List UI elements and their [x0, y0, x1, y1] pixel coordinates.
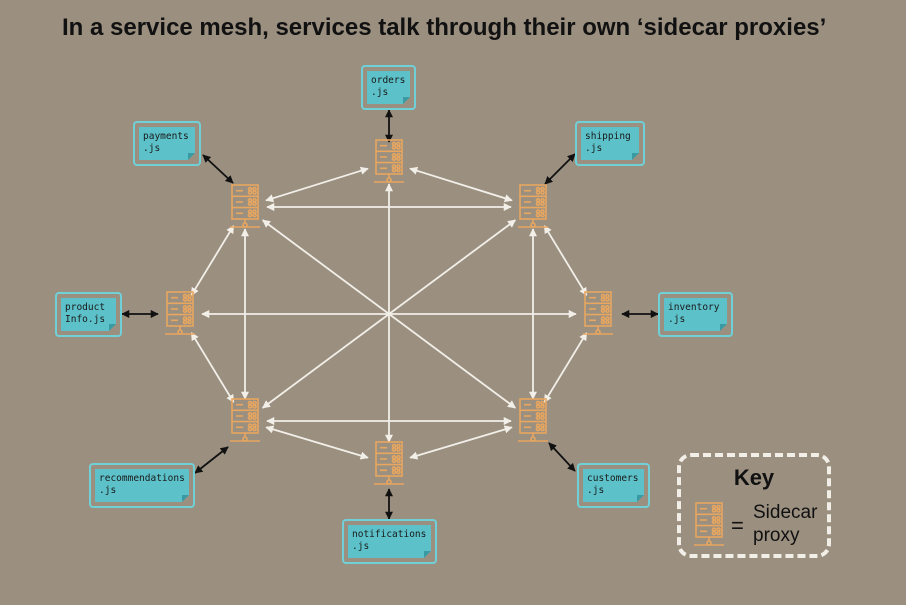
service-box-border [577, 463, 650, 508]
service-orders: orders.js [361, 65, 416, 110]
file-fold-icon [109, 324, 116, 331]
key-title: Key [733, 465, 775, 490]
file-icon [583, 469, 644, 502]
service-link-recommendations [194, 446, 229, 474]
mesh-link-customers-notifications [409, 425, 513, 460]
service-shipping: shipping.js [575, 121, 645, 166]
service-name-line2: Info.js [65, 314, 105, 325]
file-icon [367, 71, 410, 104]
proxies [165, 139, 613, 485]
file-fold-icon [403, 97, 410, 104]
service-name-line2: .js [587, 485, 604, 496]
service-box-border [342, 519, 437, 564]
service-inventory: inventory.js [658, 292, 733, 337]
sidecar-proxy-icon-payments [230, 184, 260, 228]
service-name-line2: .js [99, 485, 116, 496]
file-fold-icon [632, 153, 639, 160]
mesh-link-customers-payments [262, 219, 516, 409]
service-link-shipping [544, 153, 576, 185]
file-fold-icon [637, 495, 644, 502]
file-icon [581, 127, 639, 160]
sidecar-proxy-icon-notifications [374, 441, 404, 485]
service-name-line1: shipping [585, 131, 631, 142]
mesh-link-recommendations-productinfo [190, 332, 235, 403]
service-name-line2: .js [143, 143, 160, 154]
mesh-link-shipping-inventory [543, 225, 588, 296]
service-name-line2: .js [371, 87, 388, 98]
service-name-line2: .js [585, 143, 602, 154]
file-icon [61, 298, 116, 331]
sidecar-proxy-icon-orders [374, 139, 404, 183]
service-name-line1: customers [587, 473, 638, 484]
key-legend: Key = Sidecar proxy [677, 453, 831, 558]
key-equals: = [731, 513, 744, 538]
service-recommendations: recommendations.js [89, 463, 195, 508]
mesh-link-inventory-customers [543, 332, 588, 403]
service-notifications: notifications.js [342, 519, 437, 564]
service-box-border [55, 292, 122, 337]
sidecar-proxy-icon-recommendations [230, 398, 260, 442]
mesh-link-notifications-recommendations [265, 425, 369, 460]
service-name-line1: recommendations [99, 473, 185, 484]
file-fold-icon [720, 324, 727, 331]
service-customers: customers.js [577, 463, 650, 508]
services: orders.jsshipping.jsinventory.jscustomer… [55, 65, 733, 564]
key-label: Sidecar proxy [753, 501, 817, 547]
mesh-link-payments-orders [265, 166, 369, 203]
mesh-connections [190, 166, 588, 460]
service-name-line1: inventory [668, 302, 720, 313]
service-name-line1: orders [371, 75, 405, 86]
key-label-line1: Sidecar [753, 502, 818, 523]
service-link-customers [548, 442, 576, 472]
file-fold-icon [424, 551, 431, 558]
service-box-border [361, 65, 416, 110]
service-box-border [133, 121, 201, 166]
service-box-border [658, 292, 733, 337]
service-box-border [575, 121, 645, 166]
service-name-line1: notifications [352, 529, 426, 540]
service-name-line1: product [65, 302, 105, 313]
sidecar-proxy-icon [694, 502, 724, 546]
sidecar-proxy-icon-productinfo [165, 291, 195, 335]
file-icon [664, 298, 727, 331]
sidecar-proxy-icon-shipping [518, 184, 548, 228]
service-box-border [89, 463, 195, 508]
service-name-line2: .js [352, 541, 369, 552]
service-name-line1: payments [143, 131, 189, 142]
file-fold-icon [188, 153, 195, 160]
service-proxy-links [121, 109, 659, 520]
file-icon [139, 127, 195, 160]
mesh-link-orders-shipping [409, 166, 513, 203]
file-icon [348, 525, 431, 558]
service-payments: payments.js [133, 121, 201, 166]
key-label-line2: proxy [753, 525, 800, 546]
service-name-line2: .js [668, 314, 685, 325]
file-fold-icon [182, 495, 189, 502]
sidecar-proxy-icon-inventory [583, 291, 613, 335]
mesh-link-productinfo-payments [190, 225, 235, 296]
diagram-title: In a service mesh, services talk through… [62, 14, 827, 41]
file-icon [95, 469, 189, 502]
service-link-payments [202, 154, 234, 184]
sidecar-proxy-icon-customers [518, 398, 548, 442]
